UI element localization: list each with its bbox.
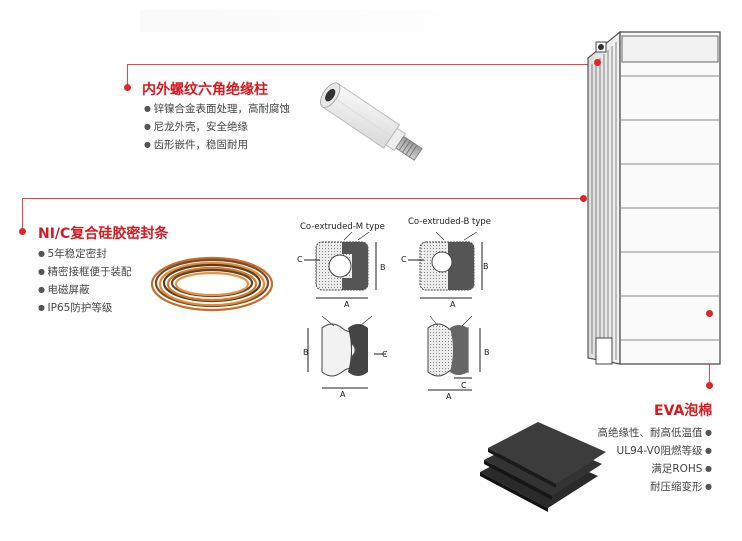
insulator-standoff-image bbox=[319, 82, 423, 161]
diagram-label-b: B bbox=[303, 348, 309, 357]
seal-bullet: 电磁屏蔽 bbox=[38, 281, 132, 299]
eva-bullet: 耐压缩变形 bbox=[597, 478, 712, 496]
cabinet-insulator-marker bbox=[594, 59, 601, 66]
seal-bullet: 精密接框便于装配 bbox=[38, 263, 132, 281]
insulator-connector-line bbox=[127, 64, 595, 65]
seal-connector-line bbox=[22, 198, 584, 199]
diagram-label-a: A bbox=[446, 392, 452, 401]
insulator-bullet: 尼龙外壳，安全绝缘 bbox=[144, 118, 290, 136]
insulator-bullet: 锌镍合金表面处理，高耐腐蚀 bbox=[144, 100, 291, 118]
seal-marker-dot bbox=[19, 228, 26, 235]
eva-marker-dot bbox=[706, 382, 713, 389]
seal-connector-drop bbox=[22, 198, 23, 230]
seal-bullet: 5年稳定密封 bbox=[38, 245, 132, 263]
insulator-marker-dot bbox=[124, 84, 131, 91]
insulator-connector-drop bbox=[127, 64, 128, 86]
insulator-bullets: 锌镍合金表面处理，高耐腐蚀 尼龙外壳，安全绝缘 齿形嵌件，稳固耐用 bbox=[144, 100, 291, 154]
diagram-label-b: B bbox=[483, 262, 489, 271]
diagram-m-type-title: Co-extruded-M type bbox=[300, 222, 385, 232]
eva-foam-sheets-image bbox=[480, 422, 606, 512]
cabinet-seal-marker bbox=[580, 195, 587, 202]
diagram-label-a: A bbox=[450, 300, 456, 309]
eva-bullets: 高绝缘性、耐高低温值 UL94-V0阻燃等级 满足ROHS 耐压缩变形 bbox=[597, 424, 712, 496]
diagram-b-type-title: Co-extruded-B type bbox=[408, 217, 491, 227]
eva-title: EVA泡棉 bbox=[654, 403, 713, 419]
b-type-section-alt bbox=[427, 315, 481, 391]
seal-cross-section-diagrams bbox=[304, 232, 483, 391]
seal-bullets: 5年稳定密封 精密接框便于装配 电磁屏蔽 IP65防护等级 bbox=[38, 245, 132, 317]
diagram-label-a: A bbox=[344, 300, 350, 309]
seal-bullet: IP65防护等级 bbox=[38, 299, 132, 317]
insulator-title: 内外螺纹六角绝缘柱 bbox=[142, 82, 268, 98]
diagram-label-c: C bbox=[401, 255, 407, 264]
diagram-label-c: C bbox=[297, 255, 303, 264]
m-type-section bbox=[304, 232, 377, 299]
b-type-section bbox=[408, 232, 483, 299]
m-type-section-alt bbox=[307, 315, 386, 389]
eva-bullet: 满足ROHS bbox=[597, 460, 712, 478]
diagram-label-b: B bbox=[380, 263, 386, 272]
eva-bullet: 高绝缘性、耐高低温值 bbox=[597, 424, 712, 442]
cabinet-eva-marker bbox=[706, 310, 713, 317]
diagram-label-a: A bbox=[340, 390, 346, 399]
faint-header bbox=[140, 10, 440, 32]
battery-cabinet-image bbox=[587, 30, 721, 365]
coiled-seal-strip-image bbox=[150, 256, 274, 312]
insulator-bullet: 齿形嵌件，稳固耐用 bbox=[144, 136, 290, 154]
eva-bullet: UL94-V0阻燃等级 bbox=[597, 442, 712, 460]
diagram-label-b: B bbox=[484, 348, 490, 357]
diagram-label-c: C bbox=[461, 381, 467, 390]
diagram-label-c: C bbox=[382, 350, 388, 359]
seal-title: NI/C复合硅胶密封条 bbox=[38, 226, 169, 242]
